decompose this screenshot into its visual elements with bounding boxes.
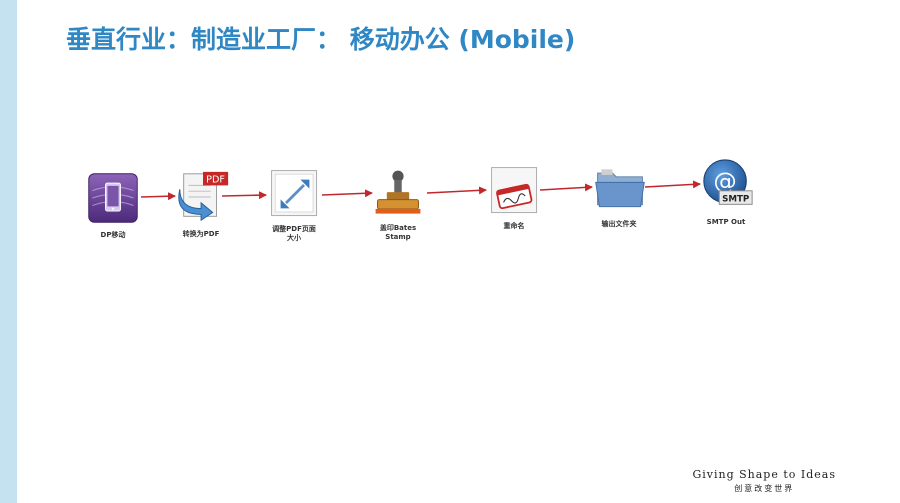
connector-5 bbox=[539, 183, 593, 192]
svg-text:@: @ bbox=[713, 168, 736, 195]
node-convert-pdf[interactable]: PDF 转换为PDF bbox=[170, 168, 232, 248]
left-accent-bar bbox=[0, 0, 17, 503]
node-smtp-out[interactable]: @ SMTP SMTP Out bbox=[694, 156, 758, 232]
node-bates-stamp[interactable]: 盖印Bates Stamp bbox=[368, 166, 428, 248]
connector-6 bbox=[644, 180, 701, 189]
node-resize-pdf-page[interactable]: 调整PDF页面 大小 bbox=[262, 167, 326, 249]
folder-icon bbox=[595, 169, 645, 208]
node-label: SMTP Out bbox=[706, 218, 746, 226]
svg-text:SMTP: SMTP bbox=[722, 194, 750, 204]
rename-icon bbox=[491, 167, 538, 214]
node-label: DP移动 bbox=[100, 231, 126, 239]
bates-stamp-icon bbox=[375, 170, 421, 214]
convert-pdf-icon: PDF bbox=[178, 171, 229, 222]
node-label: 调整PDF页面 大小 bbox=[272, 225, 316, 242]
resize-page-icon bbox=[271, 170, 318, 217]
page-title: 垂直行业：制造业工厂： 移动办公 (Mobile) bbox=[66, 25, 576, 54]
node-rename[interactable]: 重命名 bbox=[482, 164, 546, 244]
connector-3 bbox=[321, 189, 373, 198]
node-label: 盖印Bates Stamp bbox=[379, 224, 417, 241]
footer-brand: Giving Shape to Ideas 创意改变世界 bbox=[692, 468, 836, 494]
connector-2 bbox=[221, 191, 267, 200]
svg-text:PDF: PDF bbox=[206, 175, 225, 186]
node-label: 转换为PDF bbox=[182, 230, 220, 238]
mobile-device-icon bbox=[88, 173, 138, 223]
node-dp-mobile[interactable]: DP移动 bbox=[80, 170, 146, 250]
footer-tagline-cn: 创意改变世界 bbox=[734, 484, 795, 493]
node-label: 重命名 bbox=[503, 222, 525, 230]
node-label: 输出文件夹 bbox=[601, 220, 637, 228]
smtp-email-icon: @ SMTP bbox=[703, 159, 753, 205]
connector-4 bbox=[426, 186, 487, 195]
node-output-folder[interactable]: 输出文件夹 bbox=[588, 160, 650, 240]
footer-tagline: Giving Shape to Ideas bbox=[692, 468, 836, 481]
connector-1 bbox=[140, 192, 176, 201]
